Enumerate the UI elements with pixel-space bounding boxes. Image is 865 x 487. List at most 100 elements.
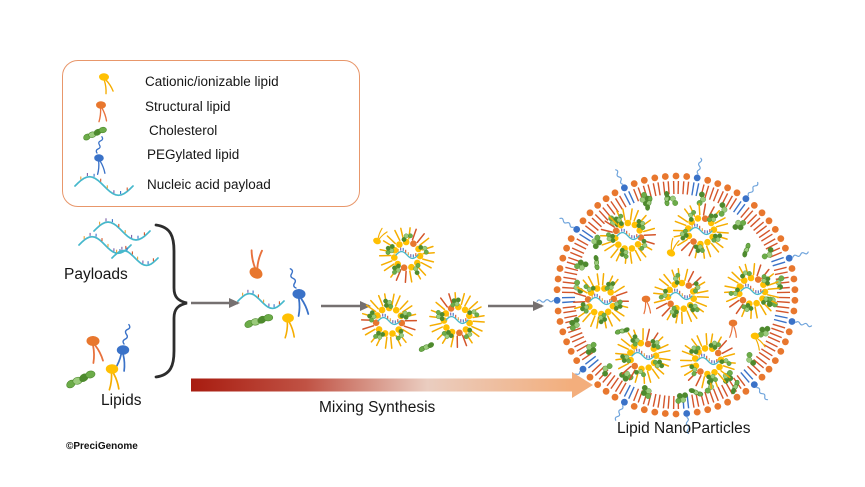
lnp-micelle bbox=[572, 273, 630, 329]
cholesterol-cluster bbox=[708, 340, 721, 350]
cholesterol-cluster bbox=[693, 281, 701, 294]
cholesterol-cluster bbox=[761, 296, 773, 305]
cholesterol-cluster bbox=[711, 233, 723, 243]
structural-lipid bbox=[641, 295, 652, 315]
cholesterol-cluster bbox=[602, 363, 613, 377]
cholesterol-cluster bbox=[385, 244, 395, 255]
legend-icons bbox=[74, 73, 134, 197]
structural-lipid bbox=[249, 249, 263, 279]
cholesterol-cluster bbox=[591, 234, 603, 250]
cholesterol-cluster bbox=[728, 287, 740, 296]
cholesterol-fragment bbox=[664, 191, 670, 207]
cholesterol-cluster bbox=[673, 272, 681, 285]
pegylated-lipid-icon bbox=[94, 136, 106, 175]
payloads-label: Payloads bbox=[64, 266, 128, 283]
cholesterol-cluster bbox=[450, 297, 461, 308]
payload-strands bbox=[78, 218, 159, 267]
cholesterol-fragment bbox=[614, 327, 630, 335]
pegylated-lipid bbox=[289, 268, 310, 317]
cholesterol-cluster bbox=[598, 312, 608, 325]
micelle-payload bbox=[689, 223, 713, 236]
cholesterol-cluster bbox=[616, 213, 624, 227]
cholesterol-cluster bbox=[689, 364, 698, 377]
lnp-micelle bbox=[653, 268, 710, 325]
lipid-nanoparticle bbox=[536, 157, 813, 434]
cholesterol-cluster bbox=[675, 392, 688, 404]
cholesterol-cluster bbox=[761, 246, 774, 260]
cholesterol-cluster bbox=[401, 233, 413, 242]
cationic-lipid bbox=[105, 364, 120, 391]
payload-strand bbox=[78, 232, 132, 255]
legend-label-structural: Structural lipid bbox=[145, 99, 231, 114]
cholesterol-cluster bbox=[634, 369, 646, 378]
cationic-lipid-icon bbox=[99, 73, 114, 95]
lnp-micelle bbox=[599, 208, 657, 264]
mixing-components bbox=[237, 249, 310, 339]
cholesterol-cluster bbox=[399, 310, 412, 320]
cholesterol-cluster bbox=[463, 327, 473, 340]
cholesterol-cluster bbox=[741, 302, 754, 312]
cholesterol-chain bbox=[66, 370, 96, 389]
cholesterol-cluster bbox=[613, 299, 623, 311]
lnp-micelle bbox=[672, 203, 729, 259]
cholesterol-cluster bbox=[758, 325, 771, 338]
structural-lipid bbox=[86, 335, 104, 364]
cholesterol-cluster bbox=[619, 247, 629, 259]
cholesterol-cluster bbox=[367, 310, 377, 323]
cholesterol-cluster bbox=[583, 284, 596, 292]
cholesterol-cluster bbox=[688, 209, 696, 222]
lipids-label: Lipids bbox=[101, 392, 142, 409]
cholesterol-cluster bbox=[373, 330, 386, 340]
cholesterol-cluster bbox=[441, 329, 454, 339]
cholesterol-cluster bbox=[658, 288, 668, 300]
cholesterol-cluster bbox=[740, 270, 752, 279]
cholesterol-cluster bbox=[636, 218, 646, 231]
cholesterol-cluster bbox=[669, 305, 679, 318]
micelle bbox=[429, 292, 485, 349]
cholesterol-chain bbox=[244, 314, 274, 328]
cholesterol-cluster bbox=[732, 219, 747, 231]
cholesterol-cluster bbox=[435, 309, 445, 322]
cholesterol-fragment bbox=[730, 379, 740, 395]
cholesterol-cluster bbox=[696, 191, 706, 206]
mixing-gradient-arrow bbox=[191, 372, 593, 398]
cholesterol-fragment bbox=[645, 195, 653, 211]
cholesterol-cluster bbox=[383, 298, 394, 309]
micelle-payload bbox=[740, 283, 764, 296]
cholesterol-cluster bbox=[650, 338, 661, 350]
mixing-synthesis-label: Mixing Synthesis bbox=[319, 399, 436, 416]
cholesterol-cluster bbox=[585, 341, 597, 355]
payload-strand bbox=[93, 218, 151, 241]
lipid bbox=[94, 154, 106, 175]
lipid bbox=[292, 288, 310, 317]
pegylated-lipid bbox=[113, 323, 131, 372]
cholesterol-cluster bbox=[620, 354, 631, 364]
legend-label-cationic: Cationic/ionizable lipid bbox=[145, 74, 279, 89]
cholesterol-cluster bbox=[580, 302, 589, 314]
cholesterol-cluster bbox=[679, 228, 689, 241]
nucleic-acid-icon bbox=[74, 173, 134, 197]
payload-strand bbox=[111, 246, 159, 267]
cholesterol-cluster bbox=[641, 384, 652, 399]
legend-box bbox=[62, 60, 360, 207]
cholesterol-cluster bbox=[775, 275, 785, 290]
cholesterol-cluster bbox=[569, 317, 580, 331]
lipid-nanoparticles-label: Lipid NanoParticles bbox=[617, 420, 751, 437]
cholesterol-cluster bbox=[652, 359, 665, 369]
micelle-payload bbox=[616, 228, 640, 241]
cholesterol-fragment bbox=[742, 242, 751, 258]
micelle-payload bbox=[445, 312, 469, 325]
cholesterol-cluster bbox=[693, 244, 705, 254]
cholesterol-cluster bbox=[604, 281, 616, 291]
lnp-membrane bbox=[536, 157, 813, 434]
cationic-lipid bbox=[666, 237, 680, 257]
cholesterol-cluster bbox=[630, 334, 640, 347]
watermark: ©PreciGenome bbox=[66, 441, 138, 452]
cationic-lipid bbox=[750, 332, 766, 351]
micelle-payload bbox=[395, 247, 419, 260]
cationic-lipid bbox=[282, 313, 296, 339]
cholesterol-cluster bbox=[639, 238, 648, 251]
cholesterol-cluster bbox=[418, 244, 429, 255]
